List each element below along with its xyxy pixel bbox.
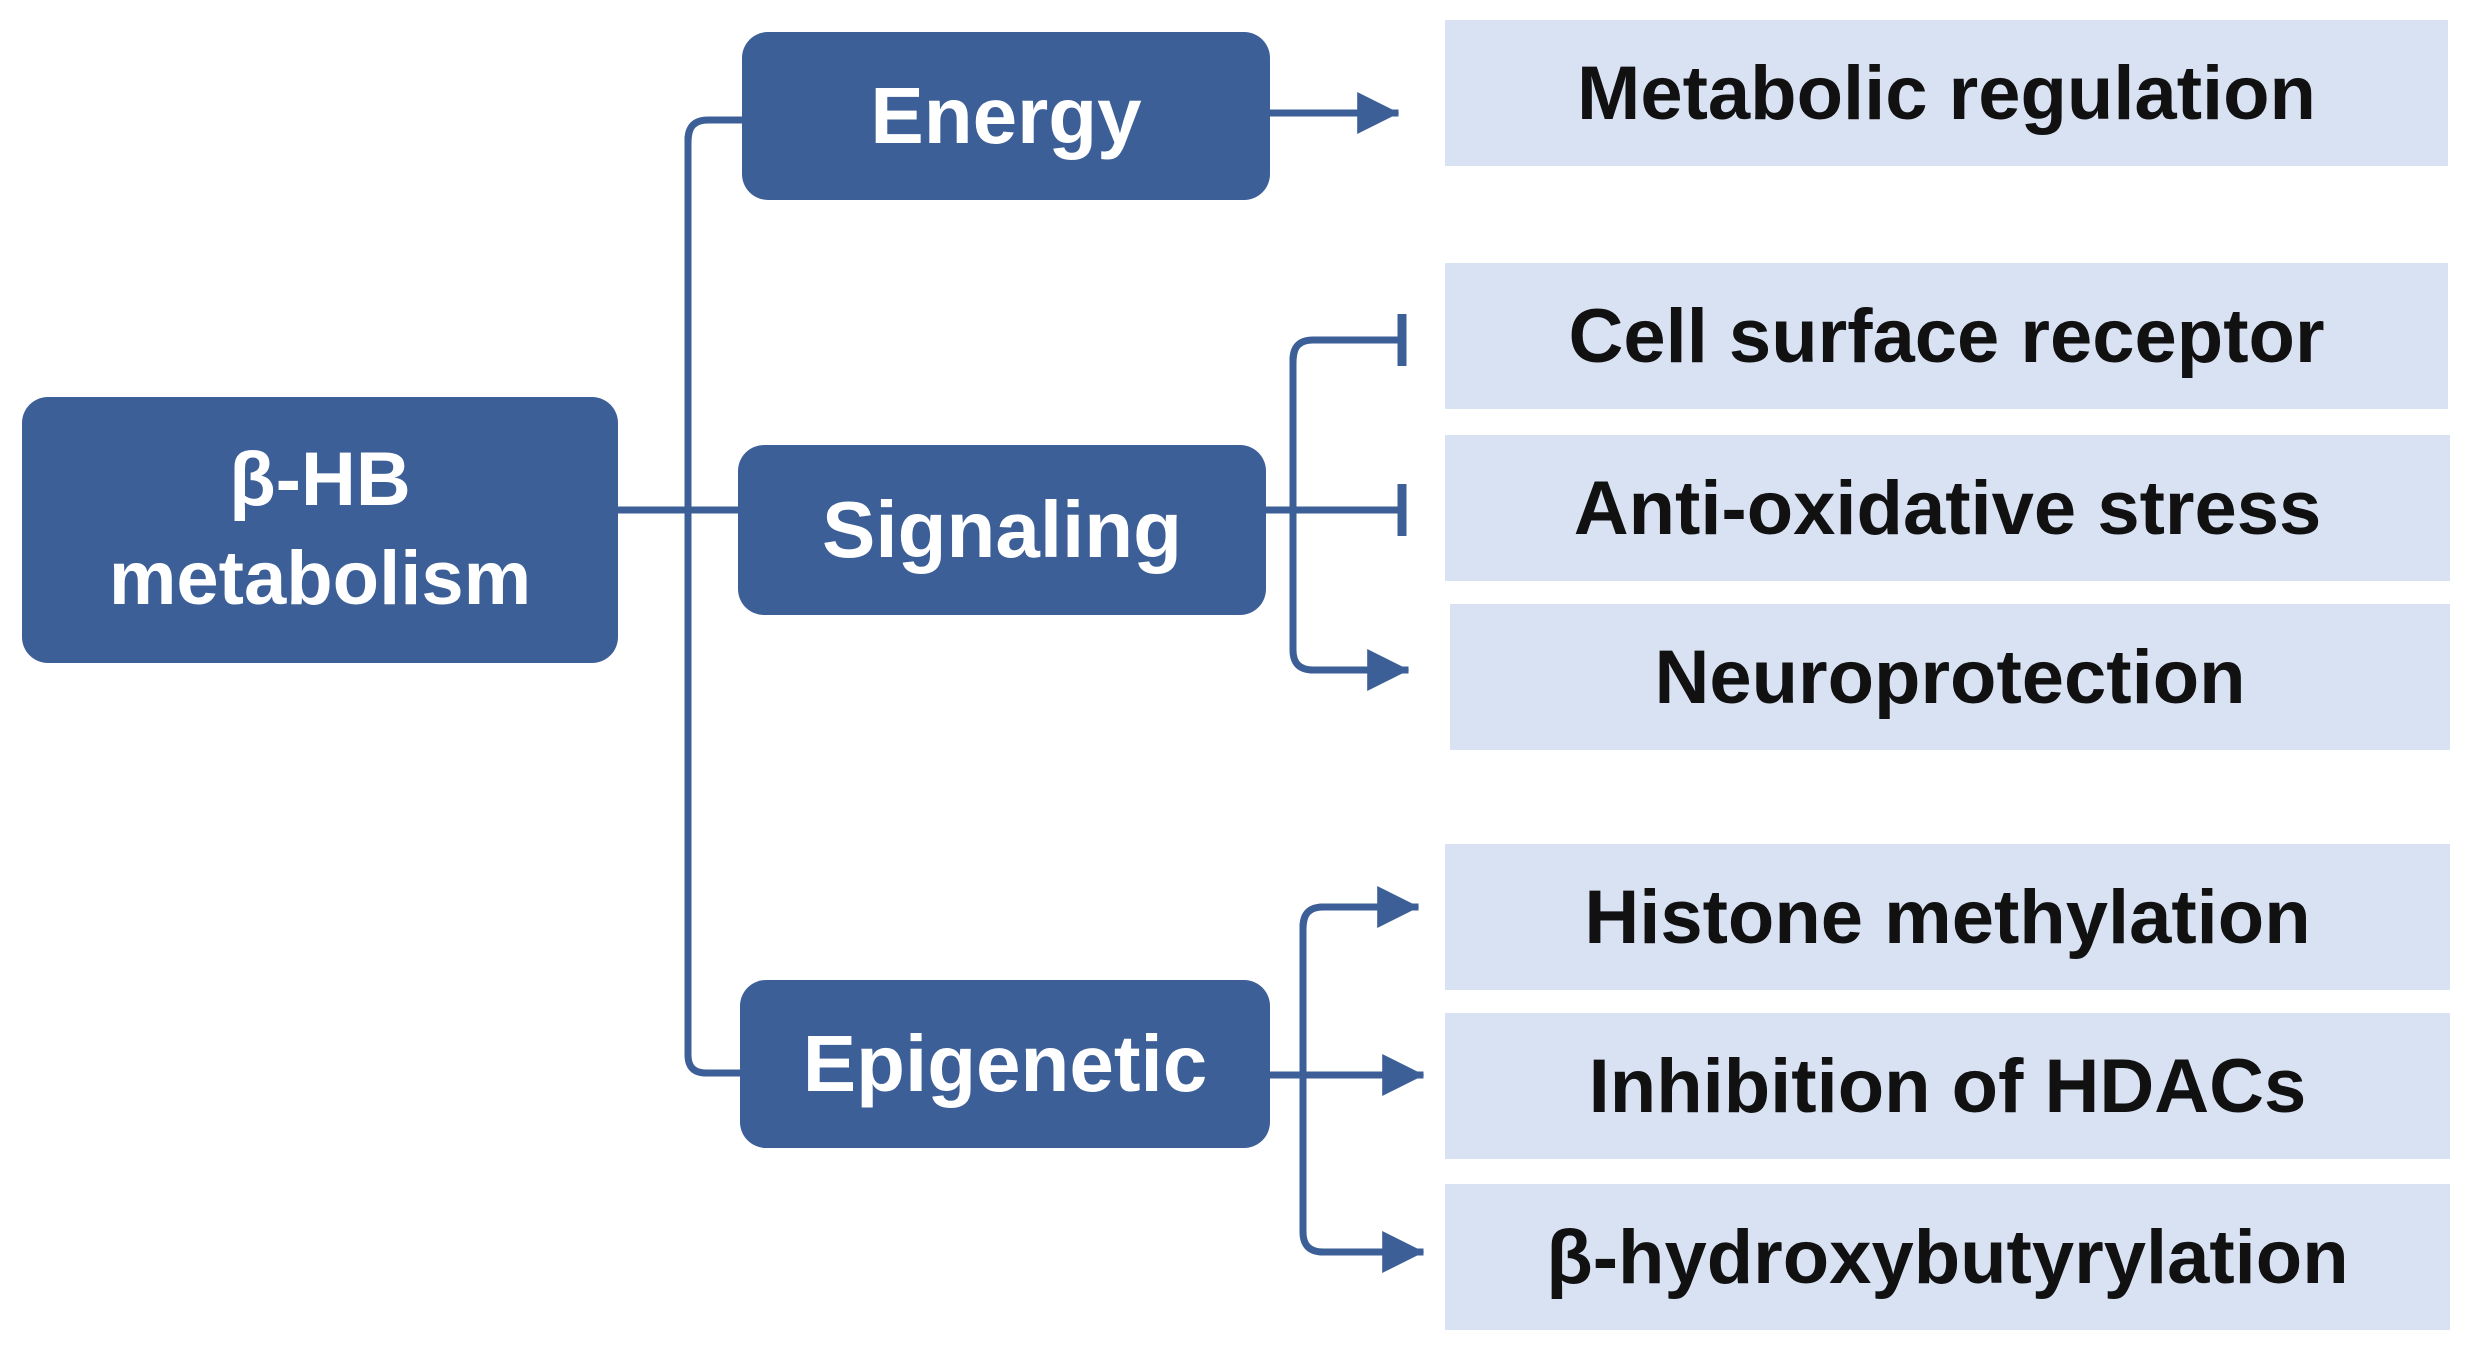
root-node-line2: metabolism	[108, 536, 532, 621]
trunk-vertical-connector	[684, 116, 749, 1077]
outcome-histone-methylation: Histone methylation	[1445, 844, 2450, 990]
outcome-beta-hydroxybutyrylation: β-hydroxybutyrylation	[1445, 1184, 2450, 1330]
outcome-neuroprotection: Neuroprotection	[1450, 604, 2450, 750]
category-node-energy: Energy	[742, 32, 1270, 200]
category-node-signaling: Signaling	[738, 445, 1266, 615]
outcome-inhibition-of-hdacs: Inhibition of HDACs	[1445, 1013, 2450, 1159]
outcome-anti-oxidative-stress: Anti-oxidative stress	[1445, 435, 2450, 581]
category-node-epigenetic: Epigenetic	[740, 980, 1270, 1148]
root-node-line1: β-HB	[229, 437, 411, 523]
root-node-beta-hb-metabolism: β-HB metabolism	[22, 397, 618, 663]
outcome-cell-surface-receptor: Cell surface receptor	[1445, 263, 2448, 409]
signaling-branch-vertical	[1259, 336, 1409, 674]
outcome-metabolic-regulation: Metabolic regulation	[1445, 20, 2448, 166]
epigenetic-branch-vertical	[1264, 903, 1424, 1256]
